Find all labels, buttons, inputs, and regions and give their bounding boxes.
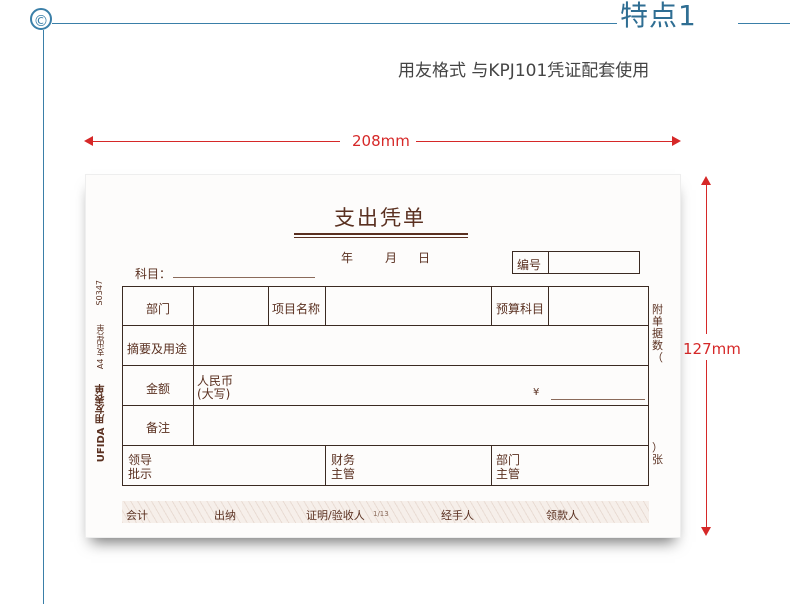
date-year-label: 年: [341, 251, 354, 265]
arrow-down-icon: [701, 527, 711, 536]
title-underline: [294, 233, 468, 235]
side-brand-label: UFIDA 用友表单: [96, 384, 107, 463]
dept-head-label-line2: 主管: [496, 467, 521, 481]
height-dimension-label: 127mm: [683, 340, 741, 358]
col-divider: [325, 286, 326, 325]
arrow-up-icon: [701, 176, 711, 185]
yen-symbol: ¥: [533, 387, 540, 398]
summary-purpose-field[interactable]: [194, 326, 648, 364]
row-divider: [122, 405, 649, 406]
remark-label: 备注: [146, 421, 171, 435]
side-format-label: A4 支出凭单: [96, 324, 105, 370]
col-divider: [491, 445, 492, 486]
amount-words-field[interactable]: [245, 366, 525, 404]
date-month-label: 月: [385, 251, 398, 265]
budget-subject-label: 预算科目: [496, 302, 545, 316]
amount-label: 金额: [146, 382, 171, 396]
width-dimension-label: 208mm: [352, 132, 410, 150]
height-dimension-line-bottom: [706, 360, 707, 528]
project-name-field[interactable]: [326, 287, 490, 324]
verifier-label: 证明/验收人: [306, 509, 365, 522]
attachment-count-note-end: ）张: [652, 441, 663, 466]
header-rule: [52, 23, 617, 24]
col-divider: [491, 286, 492, 325]
col-divider: [193, 325, 194, 445]
col-divider: [325, 445, 326, 486]
finance-label-line2: 主管: [331, 467, 356, 481]
project-name-label: 项目名称: [272, 302, 321, 316]
recipient-label: 领款人: [546, 509, 579, 522]
number-field[interactable]: [550, 252, 639, 273]
feature-heading: 特点1: [620, 0, 697, 32]
width-dimension-line-right: [416, 141, 676, 142]
accountant-label: 会计: [126, 509, 148, 522]
handler-label: 经手人: [441, 509, 474, 522]
page-mark: 1/13: [373, 510, 389, 518]
header-rule-right: [738, 23, 790, 24]
row-divider: [122, 365, 649, 366]
date-day-label: 日: [418, 251, 431, 265]
leader-label-line2: 批示: [128, 467, 153, 481]
signature-strip: [122, 501, 649, 523]
number-box-divider: [548, 251, 549, 274]
number-box: [512, 251, 640, 274]
finance-label-line1: 财务: [331, 453, 356, 467]
subject-field[interactable]: [173, 277, 315, 278]
title-underline-thin: [294, 237, 468, 238]
remark-field[interactable]: [194, 406, 648, 444]
height-dimension-line-top: [706, 184, 707, 334]
rmb-uppercase-label: (大写): [197, 387, 231, 401]
feature-subheading: 用友格式 与KPJ101凭证配套使用: [398, 61, 650, 81]
department-label: 部门: [146, 302, 171, 316]
summary-purpose-label: 摘要及用途: [127, 342, 188, 356]
row-divider: [122, 325, 649, 326]
rmb-label: 人民币: [197, 374, 234, 388]
width-dimension-line-left: [88, 141, 340, 142]
amount-figures-field[interactable]: [551, 399, 645, 400]
leader-label-line1: 领导: [128, 453, 153, 467]
department-field[interactable]: [194, 287, 267, 324]
cashier-label: 出纳: [214, 509, 236, 522]
copyright-icon: ©: [30, 8, 52, 30]
voucher-table: [122, 286, 649, 486]
voucher-title: 支出凭单: [334, 206, 426, 230]
col-divider: [268, 286, 269, 325]
attachment-count-note: 附单据数（: [652, 303, 663, 364]
budget-subject-field[interactable]: [549, 287, 648, 324]
subject-label: 科目：: [135, 267, 172, 281]
arrow-right-icon: [672, 136, 681, 146]
row-divider: [122, 445, 649, 446]
side-product-code: S0347: [95, 280, 104, 306]
arrow-left-icon: [84, 136, 93, 146]
col-divider: [193, 286, 194, 325]
dept-head-label-line1: 部门: [496, 453, 521, 467]
col-divider: [548, 286, 549, 325]
left-vertical-rule: [43, 30, 44, 604]
number-label: 编号: [517, 258, 542, 272]
